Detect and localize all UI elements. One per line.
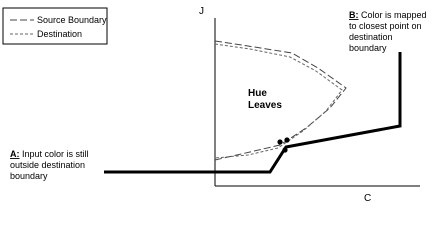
hue-leaves-label-line2: Leaves (248, 100, 282, 111)
callout-a-line2: outside destination (10, 160, 85, 170)
callout-b-line3: destination (349, 32, 393, 42)
callout-b-tag: B: (349, 10, 359, 20)
c-axis-label: C (364, 193, 371, 204)
j-axis-label: J (199, 6, 204, 17)
legend-frame (2, 7, 108, 45)
callout-a: A: Input color is still outside destinat… (10, 149, 89, 181)
callout-b-line2: to closest point on (349, 21, 422, 31)
mapped-point-2 (284, 137, 290, 143)
destination-boundary-curve (214, 43, 343, 159)
gamut-mapping-diagram: Source Boundary Destination J C Hue Leav… (2, 6, 427, 204)
mapped-point-3 (282, 147, 288, 153)
axes: J C (199, 6, 420, 204)
callout-a-line1: A: Input color is still (10, 149, 89, 159)
callout-b-line1: B: Color is mapped (349, 10, 427, 20)
mapping-path (104, 52, 402, 174)
legend-destination-label: Destination (37, 29, 82, 39)
callout-a-line3: boundary (10, 171, 48, 181)
callout-b: B: Color is mapped to closest point on d… (349, 10, 427, 53)
mapped-point-1 (277, 139, 283, 145)
legend: Source Boundary Destination (2, 7, 108, 45)
hue-leaves-label-line1: Hue (248, 88, 267, 99)
legend-source-label: Source Boundary (37, 15, 107, 25)
callout-a-text-1: Input color is still (20, 149, 89, 159)
callout-b-line4: boundary (349, 43, 387, 53)
callout-b-text-1: Color is mapped (359, 10, 427, 20)
callout-a-tag: A: (10, 149, 20, 159)
source-boundary-curve (214, 40, 347, 161)
